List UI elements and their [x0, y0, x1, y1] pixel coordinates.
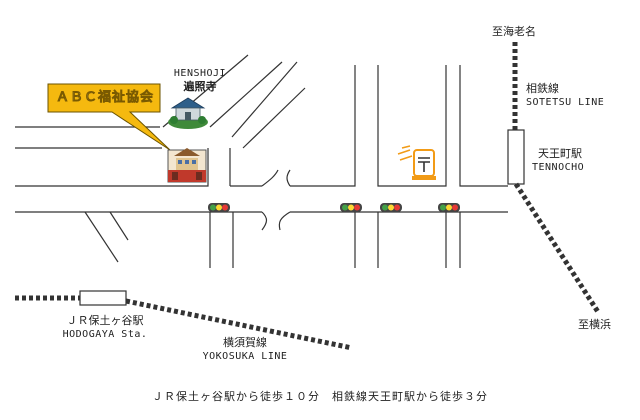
street-lower-left-b: [109, 211, 129, 241]
street-lower-left-a: [84, 211, 119, 263]
tennocho-station-ja: 天王町駅: [538, 147, 582, 160]
main-road-top-c: [377, 65, 447, 187]
bridge-mark-a-bottom: [261, 211, 268, 231]
landmark-name-ja: 遍照寺: [183, 80, 217, 93]
tennocho-station-box: [507, 129, 525, 185]
direction-to-yokohama: 至横浜: [578, 318, 611, 331]
hodogaya-station-ja: ＪＲ保土ヶ谷駅: [66, 314, 144, 327]
road-diag-b-left: [231, 61, 298, 138]
bridge-mark-b-top: [286, 169, 291, 187]
main-road-top-d: [459, 65, 508, 187]
temple-icon: [168, 97, 208, 129]
traffic-light-icon: [380, 203, 402, 212]
yokosuka-line-ja: 横須賀線: [223, 336, 267, 349]
block-edge: [15, 148, 209, 187]
post-office-icon: [397, 145, 436, 180]
facility-building-icon: [167, 148, 207, 183]
sotetsu-line: [507, 42, 601, 314]
road-diag-a-right: [209, 61, 283, 128]
traffic-light-icon: [208, 203, 230, 212]
landmark-name-en: HENSHOJI: [173, 68, 227, 79]
road-diag-b-right: [242, 87, 306, 149]
main-road-top-b: [290, 65, 356, 187]
direction-to-ebina: 至海老名: [492, 25, 536, 38]
sotetsu-line-en: SOTETSU LINE: [526, 97, 605, 108]
hodogaya-station-box: [79, 290, 127, 306]
traffic-light-icon: [340, 203, 362, 212]
sotetsu-line-ja: 相鉄線: [526, 82, 559, 95]
tennocho-station-en: TENNOCHO: [532, 162, 585, 173]
yokosuka-line: [15, 290, 353, 351]
bridge-mark-b-bottom: [278, 211, 291, 231]
traffic-light-icon: [438, 203, 460, 212]
access-info: ＪＲ保土ヶ谷駅から徒歩１０分 相鉄線天王町駅から徒歩３分: [152, 390, 488, 403]
facility-name: ＡＢＣ福祉協会: [55, 90, 154, 106]
traffic-lights: [208, 203, 460, 212]
yokosuka-line-en: YOKOSUKA LINE: [202, 351, 288, 362]
bridge-mark-a-top: [261, 169, 279, 187]
facility-callout: [47, 83, 171, 151]
hodogaya-station-en: HODOGAYA Sta.: [62, 329, 148, 340]
